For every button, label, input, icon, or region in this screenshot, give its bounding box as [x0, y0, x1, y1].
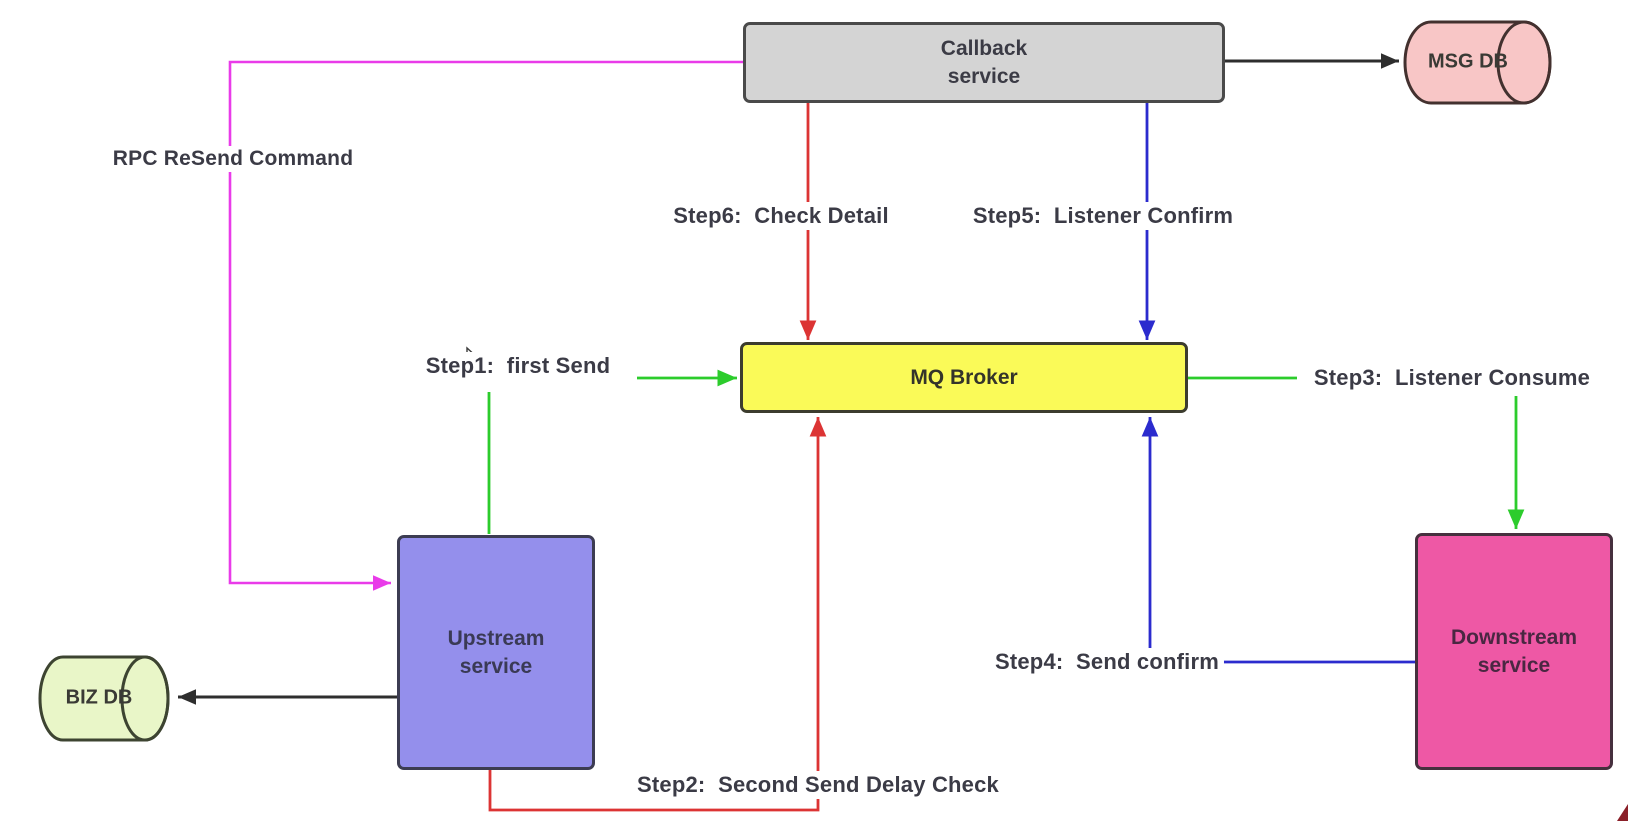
msg-db-cylinder [1403, 20, 1552, 105]
label-step5-listener-confirm: Step5: Listener Confirm [967, 202, 1239, 230]
label-step1-first-send: Step1: first Send [420, 352, 616, 380]
label-step2-second-send-delay-check: Step2: Second Send Delay Check [632, 771, 1004, 799]
edge-step2-second-send [488, 417, 827, 812]
label-step4-send-confirm: Step4: Send confirm [989, 648, 1225, 676]
node-downstream-service: Downstream service [1415, 533, 1613, 770]
label-step6-check-detail: Step6: Check Detail [668, 202, 894, 230]
downstream-service-label-line1: Downstream [1450, 626, 1578, 650]
node-callback-service: Callback service [743, 22, 1225, 103]
biz-db-cylinder [38, 655, 170, 742]
label-step3-listener-consume: Step3: Listener Consume [1308, 364, 1596, 392]
upstream-service-label-line2: service [459, 654, 533, 678]
biz-db-label: BIZ DB [65, 686, 133, 709]
edge-step4-send-confirm [1141, 417, 1415, 664]
node-upstream-service: Upstream service [397, 535, 595, 770]
mq-broker-label: MQ Broker [910, 365, 1018, 389]
node-mq-broker: MQ Broker [740, 342, 1188, 413]
msg-db-label: MSG DB [1428, 50, 1508, 73]
upstream-service-label-line1: Upstream [447, 627, 545, 651]
label-rpc-resend-command: RPC ReSend Command [107, 146, 359, 172]
corner-artifact [1617, 804, 1628, 821]
edge-rpc-resend-command [228, 60, 743, 591]
callback-service-label-line1: Callback [940, 37, 1028, 61]
callback-service-label-line2: service [947, 64, 1021, 88]
downstream-service-label-line2: service [1477, 653, 1551, 677]
